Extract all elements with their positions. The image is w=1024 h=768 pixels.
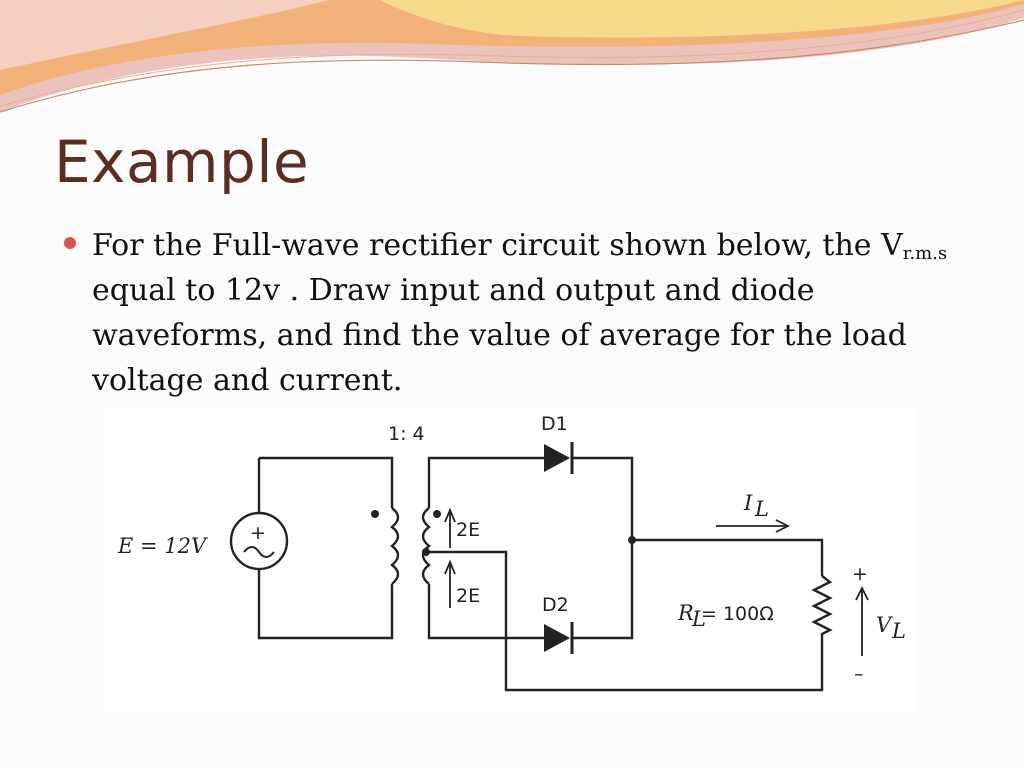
current-arrow-head <box>775 519 791 533</box>
swoosh-band-light <box>0 0 330 70</box>
upper-winding-label: 2E <box>456 519 480 541</box>
bullet-text: For the Full-wave rectifier circuit show… <box>92 223 952 403</box>
swoosh-line-2 <box>0 9 1024 107</box>
source-label: E = 12V <box>117 534 208 558</box>
diode-d1-label: D1 <box>541 413 568 435</box>
diode-d1-triangle <box>544 444 570 472</box>
resistor-symbol: R <box>677 601 694 625</box>
voltage-subscript: L <box>891 619 906 643</box>
ac-source-plus: + <box>250 522 266 544</box>
turns-ratio-label: 1: 4 <box>388 423 425 445</box>
bullet-subscript: r.m.s <box>902 243 948 264</box>
ac-source-sine <box>243 546 275 558</box>
resistor-value: = 100Ω <box>701 603 774 625</box>
bullet-icon <box>64 237 76 249</box>
bullet-text-part-1: For the Full-wave rectifier circuit show… <box>92 228 903 263</box>
secondary-bottom-wire <box>427 584 544 640</box>
output-minus: – <box>854 663 864 685</box>
center-tap-wire <box>426 550 824 692</box>
output-plus: + <box>852 563 868 585</box>
primary-dot <box>371 510 379 518</box>
secondary-top-wire <box>427 456 544 508</box>
circuit-diagram: + E = 12V 1: 4 D1 D2 <box>104 408 916 712</box>
load-resistor <box>811 575 833 644</box>
lower-winding-label: 2E <box>456 585 480 607</box>
current-subscript: L <box>754 497 769 521</box>
diode-d2-triangle <box>544 624 570 652</box>
slide-title: Example <box>54 128 310 196</box>
ac-source-circle <box>229 511 289 571</box>
upper-winding-arrow-head <box>444 507 456 523</box>
secondary-coil <box>421 507 431 585</box>
diode-d2-label: D2 <box>542 594 569 616</box>
d1-output-wire <box>572 456 634 540</box>
voltage-symbol: V <box>876 613 893 637</box>
header-swoosh-decoration <box>0 0 1024 113</box>
primary-coil <box>390 507 400 585</box>
voltage-arrow-head <box>855 585 869 601</box>
d2-output-wire <box>572 540 634 640</box>
resistor-subscript: L <box>691 607 706 631</box>
current-symbol: I <box>743 491 753 515</box>
bullet-text-part-2: equal to 12v . Draw input and output and… <box>92 273 907 398</box>
swoosh-band-yellow <box>380 0 1024 38</box>
secondary-dot <box>433 510 441 518</box>
swoosh-line <box>0 19 1024 113</box>
primary-wire <box>257 456 394 640</box>
circuit-svg: + E = 12V 1: 4 D1 D2 <box>117 413 906 692</box>
load-top-wire <box>632 538 824 576</box>
lower-winding-arrow-head <box>444 559 456 575</box>
